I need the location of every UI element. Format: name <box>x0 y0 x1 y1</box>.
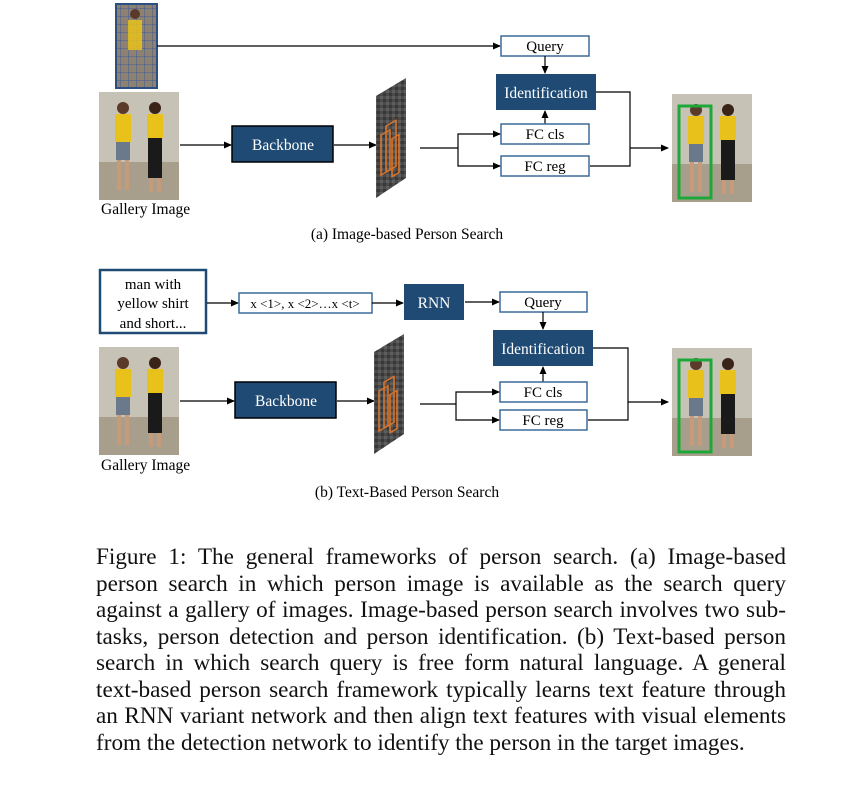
result-image-a <box>672 94 752 202</box>
gallery-image-a <box>99 92 179 200</box>
query-label-a: Query <box>526 39 564 55</box>
query-label-b: Query <box>524 295 562 311</box>
fc-cls-box-b <box>499 381 588 403</box>
text-query-box <box>98 268 208 335</box>
text-query-line-2: yellow shirt <box>117 296 189 312</box>
identification-box-a <box>496 74 596 110</box>
fc-reg-box-a <box>500 155 590 177</box>
gallery-label-b: Gallery Image <box>101 457 190 474</box>
text-query-line-1: man with <box>125 277 182 293</box>
backbone-box-a <box>231 125 334 163</box>
backbone-label-a: Backbone <box>252 137 314 154</box>
fc-cls-box-a <box>500 123 590 145</box>
panel-b: man with yellow shirt and short... x <1>… <box>98 268 752 501</box>
backbone-box-b <box>234 381 337 419</box>
feature-map-a <box>375 77 407 199</box>
gallery-image-b <box>99 347 179 455</box>
figure-diagram: Query Identification FC cls FC reg Galle… <box>98 3 752 501</box>
subcaption-a: (a) Image-based Person Search <box>311 226 504 243</box>
fc-reg-box-b <box>499 409 588 431</box>
identification-label-b: Identification <box>501 341 585 358</box>
token-sequence-label: x <1>, x <2>…x <t> <box>250 296 359 311</box>
panel-a: Query Identification FC cls FC reg Galle… <box>99 3 752 243</box>
rnn-label: RNN <box>418 295 451 312</box>
subcaption-b: (b) Text-Based Person Search <box>315 484 499 501</box>
feature-map-b <box>373 333 405 455</box>
backbone-label-b: Backbone <box>255 393 317 410</box>
rnn-box <box>404 284 464 320</box>
result-image-b <box>672 348 752 456</box>
fc-cls-label-a: FC cls <box>526 127 565 143</box>
identification-box-b <box>493 330 593 366</box>
fc-reg-label-b: FC reg <box>522 413 564 429</box>
fc-cls-label-b: FC cls <box>524 385 563 401</box>
text-query-line-3: and short... <box>120 316 187 332</box>
fc-reg-label-a: FC reg <box>524 159 566 175</box>
gallery-label-a: Gallery Image <box>101 201 190 218</box>
identification-label-a: Identification <box>504 85 588 102</box>
figure-caption: Figure 1: The general frameworks of pers… <box>96 544 786 756</box>
